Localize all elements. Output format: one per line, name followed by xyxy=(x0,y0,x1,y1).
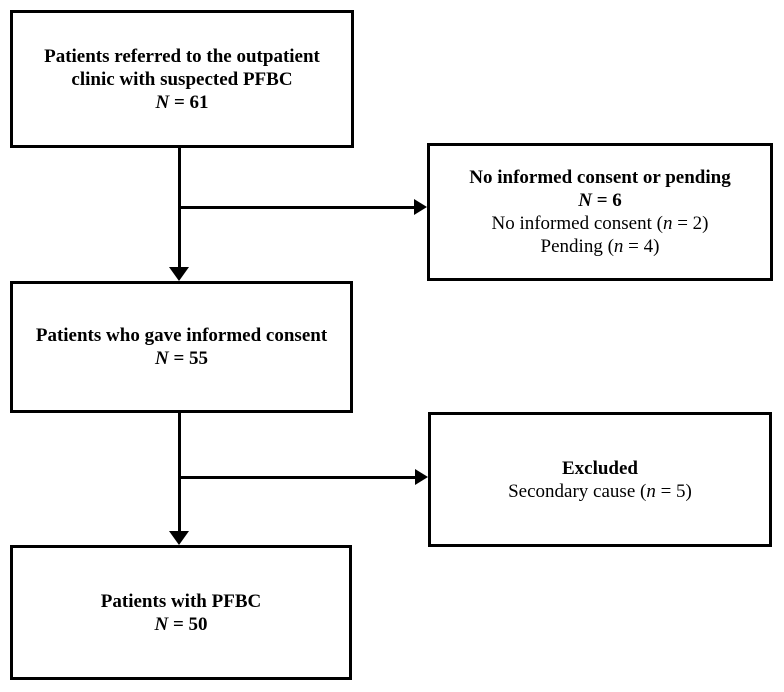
n-symbol: n xyxy=(613,236,624,257)
n-symbol: n xyxy=(646,480,656,502)
n-value: = 61 xyxy=(169,91,209,113)
box-title-line: Excluded xyxy=(561,457,639,479)
detail-text: = 4) xyxy=(623,236,660,257)
box-referred-patients: Patients referred to the outpatient clin… xyxy=(10,10,354,148)
box-title-line: clinic with suspected PFBC xyxy=(71,68,293,90)
sample-size-line: N = 55 xyxy=(155,347,208,370)
box-excluded: Excluded Secondary cause (n = 5) xyxy=(428,412,772,547)
n-symbol: N xyxy=(154,348,169,369)
n-symbol: n xyxy=(662,213,673,234)
box-patients-with-pfbc: Patients with PFBC N = 50 xyxy=(10,545,352,680)
arrowhead-down-icon xyxy=(169,267,189,281)
box-title-line: Patients with PFBC xyxy=(100,590,262,612)
detail-line: Pending (n = 4) xyxy=(541,235,660,258)
connector-branch-to-excluded xyxy=(178,476,416,479)
detail-text: Secondary cause ( xyxy=(508,480,647,502)
box-title-line: No informed consent or pending xyxy=(469,167,731,188)
box-no-consent-pending: No informed consent or pending N = 6 No … xyxy=(427,143,773,281)
arrowhead-right-icon xyxy=(414,199,427,215)
detail-text: = 2) xyxy=(672,213,709,234)
n-symbol: N xyxy=(155,91,170,113)
n-value: = 50 xyxy=(168,613,208,635)
n-value: = 55 xyxy=(168,348,209,369)
detail-line: No informed consent (n = 2) xyxy=(491,212,708,235)
n-value: = 6 xyxy=(591,190,622,211)
detail-text: = 5) xyxy=(655,480,692,502)
detail-line: Secondary cause (n = 5) xyxy=(508,480,692,503)
detail-text: No informed consent ( xyxy=(491,213,663,234)
sample-size-line: N = 50 xyxy=(154,613,207,636)
connector-consent-to-pfbc xyxy=(178,413,181,532)
box-title-line: Patients who gave informed consent xyxy=(35,325,328,346)
box-gave-informed-consent: Patients who gave informed consent N = 5… xyxy=(10,281,353,413)
box-title-line: Patients referred to the outpatient xyxy=(44,45,320,67)
arrowhead-down-icon xyxy=(169,531,189,545)
sample-size-line: N = 6 xyxy=(578,189,622,212)
connector-branch-to-no-consent xyxy=(178,206,415,209)
n-symbol: N xyxy=(154,613,169,635)
arrowhead-right-icon xyxy=(415,469,428,485)
sample-size-line: N = 61 xyxy=(155,91,208,114)
n-symbol: N xyxy=(578,190,592,211)
detail-text: Pending ( xyxy=(540,236,614,257)
